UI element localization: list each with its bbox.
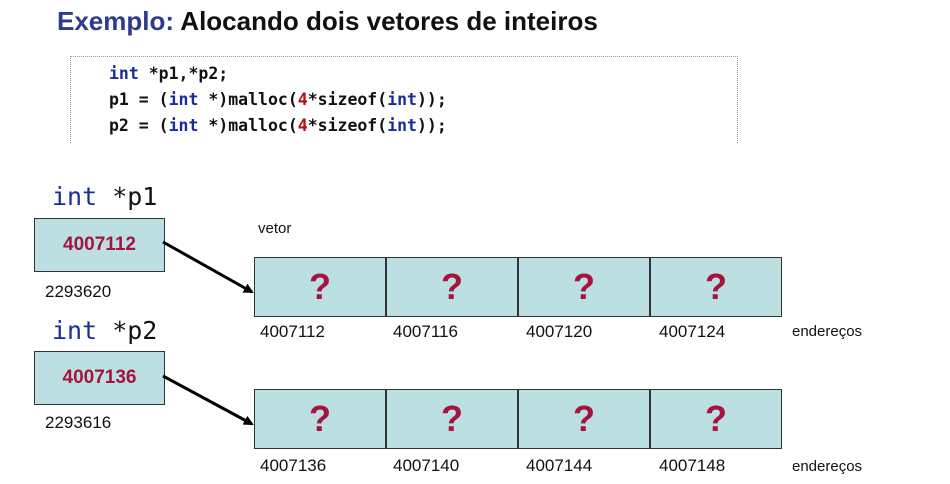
p1-cell-0: ? [254, 257, 386, 317]
p1-cell-address-1: 4007116 [393, 322, 458, 341]
line3-token-2: *)malloc( [198, 116, 298, 135]
title-prefix: Exemplo: [57, 6, 175, 36]
p1-decl-name: *p1 [97, 182, 158, 211]
p2-decl-name: *p2 [97, 316, 158, 345]
p2-declaration: int *p2 [52, 316, 157, 345]
p2-cell-1: ? [386, 389, 518, 449]
p2-cell-address-3: 4007148 [659, 456, 726, 475]
line3-token-6: )); [417, 116, 447, 135]
line3-token-5: int [387, 116, 417, 135]
p1-cell-address-2: 4007120 [526, 322, 593, 341]
p2-cell-3: ? [650, 389, 782, 449]
p1-value-box: 4007112 [34, 218, 165, 272]
p1-cell-3: ? [650, 257, 782, 317]
line2-token-1: int [168, 90, 199, 109]
line2-token-0: p1 = ( [109, 90, 169, 109]
p2-decl-type: int [52, 316, 98, 345]
p2-cell-address-1: 4007140 [393, 456, 460, 475]
line3-token-3: 4 [297, 116, 308, 135]
title-text: Alocando dois vetores de inteiros [174, 6, 598, 36]
p2-value-box: 4007136 [34, 351, 165, 405]
code-block: int *p1,*p2; p1 = (int *)malloc(4*sizeof… [70, 56, 738, 143]
line3-token-1: int [168, 116, 199, 135]
vector-label: vetor [258, 220, 292, 237]
p1-arrow [162, 240, 254, 294]
p2-cell-2: ? [518, 389, 650, 449]
p2-cell-address-2: 4007144 [526, 456, 593, 475]
line1-token-0: int [109, 64, 139, 83]
p2-cell-address-0: 4007136 [260, 456, 327, 475]
p2-own-address: 2293616 [45, 413, 112, 432]
p1-cell-1: ? [386, 257, 518, 317]
p1-decl-type: int [52, 182, 98, 211]
p2-addresses-label: endereços [792, 458, 863, 475]
slide-title: Exemplo: Alocando dois vetores de inteir… [57, 6, 598, 37]
line2-token-4: *sizeof( [307, 90, 388, 109]
code-line-3: p2 = (int *)malloc(4*sizeof(int)); [109, 116, 447, 135]
p2-arrow [162, 374, 254, 426]
line3-token-4: *sizeof( [307, 116, 388, 135]
p2-cell-0: ? [254, 389, 386, 449]
code-line-1: int *p1,*p2; [109, 64, 228, 83]
line1-token-1: *p1,*p2; [138, 64, 229, 83]
line2-token-3: 4 [297, 90, 308, 109]
p1-cell-2: ? [518, 257, 650, 317]
code-line-2: p1 = (int *)malloc(4*sizeof(int)); [109, 90, 447, 109]
line3-token-0: p2 = ( [109, 116, 169, 135]
p1-addresses-label: endereços [792, 323, 863, 340]
p1-own-address: 2293620 [45, 282, 112, 301]
line2-token-5: int [387, 90, 417, 109]
p1-declaration: int *p1 [52, 182, 157, 211]
p1-cell-address-3: 4007124 [659, 322, 726, 341]
p1-cell-address-0: 4007112 [260, 322, 325, 341]
line2-token-2: *)malloc( [198, 90, 298, 109]
line2-token-6: )); [417, 90, 447, 109]
